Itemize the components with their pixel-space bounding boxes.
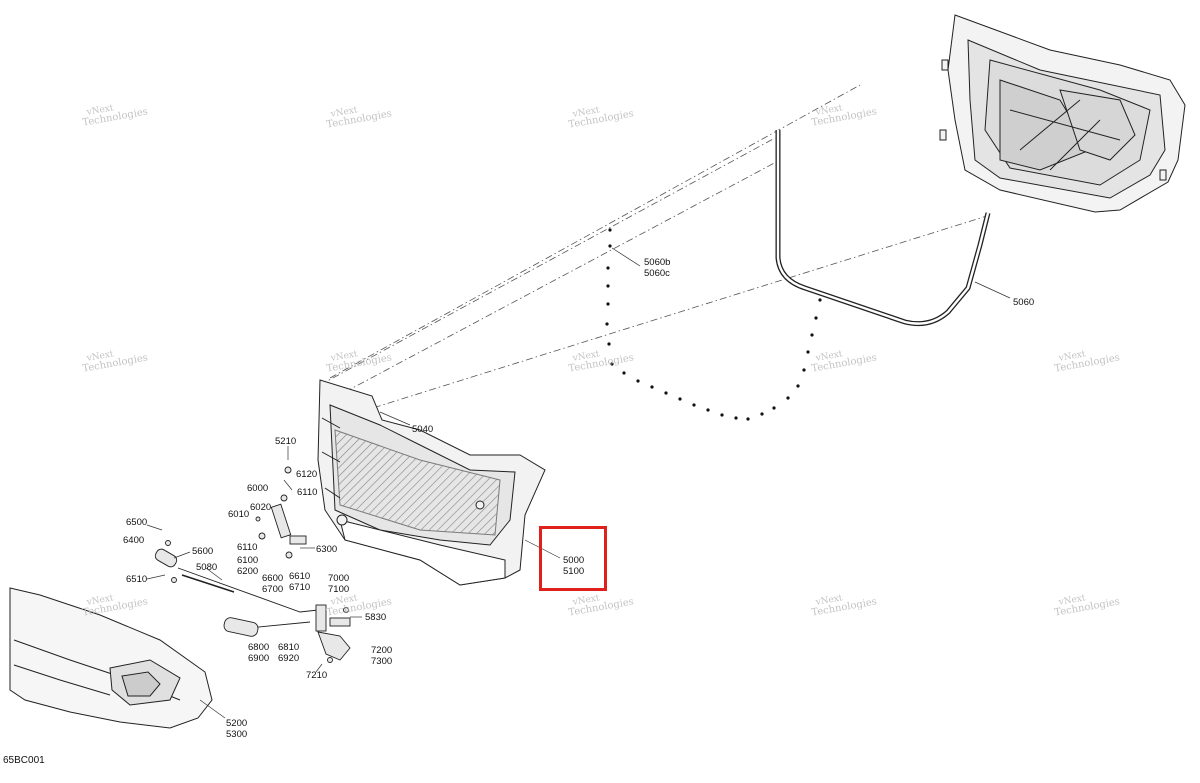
part-number: 6510	[126, 574, 148, 585]
part-number: 5040	[412, 424, 434, 435]
label-5080[interactable]: 5080	[196, 562, 217, 573]
latch-hardware	[154, 466, 351, 663]
label-7210[interactable]: 7210	[306, 670, 327, 681]
part-number: 5600	[192, 546, 214, 557]
label-6110-lower[interactable]: 6110	[237, 542, 257, 553]
part-number: 7100	[328, 584, 350, 595]
part-number: 5830	[365, 612, 387, 623]
part-number: 6010	[228, 509, 250, 520]
part-number: 5300	[226, 729, 248, 740]
door-seal-5060	[775, 130, 991, 327]
part-number: 6020	[250, 502, 272, 513]
part-number: 7210	[306, 670, 328, 681]
part-number: 5060c	[644, 268, 670, 279]
part-number: 5210	[275, 436, 297, 447]
label-6120[interactable]: 6120	[296, 469, 317, 480]
part-number: 6120	[296, 469, 318, 480]
label-6510[interactable]: 6510	[126, 574, 147, 585]
part-number: 5100	[563, 566, 585, 577]
part-number: 6920	[278, 653, 300, 664]
part-number: 5080	[196, 562, 218, 573]
rivet-chain	[605, 228, 822, 421]
part-number: 6200	[237, 566, 259, 577]
part-number: 6900	[248, 653, 270, 664]
label-6500[interactable]: 6500	[126, 517, 147, 528]
part-number: 6710	[289, 582, 311, 593]
part-number: 7200	[371, 645, 393, 656]
part-number: 7000	[328, 573, 350, 584]
label-6010[interactable]: 6010	[228, 509, 249, 520]
label-6000[interactable]: 6000	[247, 483, 268, 494]
part-number: 6110	[237, 542, 258, 553]
part-number: 6810	[278, 642, 300, 653]
part-number: 6100	[237, 555, 259, 566]
label-5830[interactable]: 5830	[365, 612, 386, 623]
label-5040[interactable]: 5040	[412, 424, 433, 435]
label-6020[interactable]: 6020	[250, 502, 271, 513]
part-number: 6500	[126, 517, 148, 528]
part-number: 6400	[123, 535, 145, 546]
leader-lines	[146, 247, 1011, 719]
part-number: 6700	[262, 584, 284, 595]
part-number: 6300	[316, 544, 338, 555]
part-number: 6800	[248, 642, 270, 653]
part-number: 6600	[262, 573, 284, 584]
part-number: 5060	[1013, 297, 1035, 308]
label-5600[interactable]: 5600	[192, 546, 213, 557]
part-number: 5000	[563, 555, 585, 566]
outer-door-skin-5200	[9, 587, 213, 729]
part-number: 7300	[371, 656, 393, 667]
projection-lines	[319, 84, 991, 413]
part-number: 6610	[289, 571, 311, 582]
label-6110-upper[interactable]: 6110	[297, 487, 317, 498]
label-6300[interactable]: 6300	[316, 544, 337, 555]
selected-part-highlight	[539, 526, 607, 591]
door-frame-5000	[317, 379, 546, 586]
illustration-code: 65BC001	[3, 755, 45, 766]
label-5060[interactable]: 5060	[1013, 297, 1034, 308]
inner-door-panel	[939, 14, 1186, 213]
part-number: 5060b	[644, 257, 671, 268]
part-number: 5200	[226, 718, 248, 729]
label-6400[interactable]: 6400	[123, 535, 144, 546]
part-number: 6110	[297, 487, 318, 498]
label-5210[interactable]: 5210	[275, 436, 296, 447]
part-number: 6000	[247, 483, 269, 494]
